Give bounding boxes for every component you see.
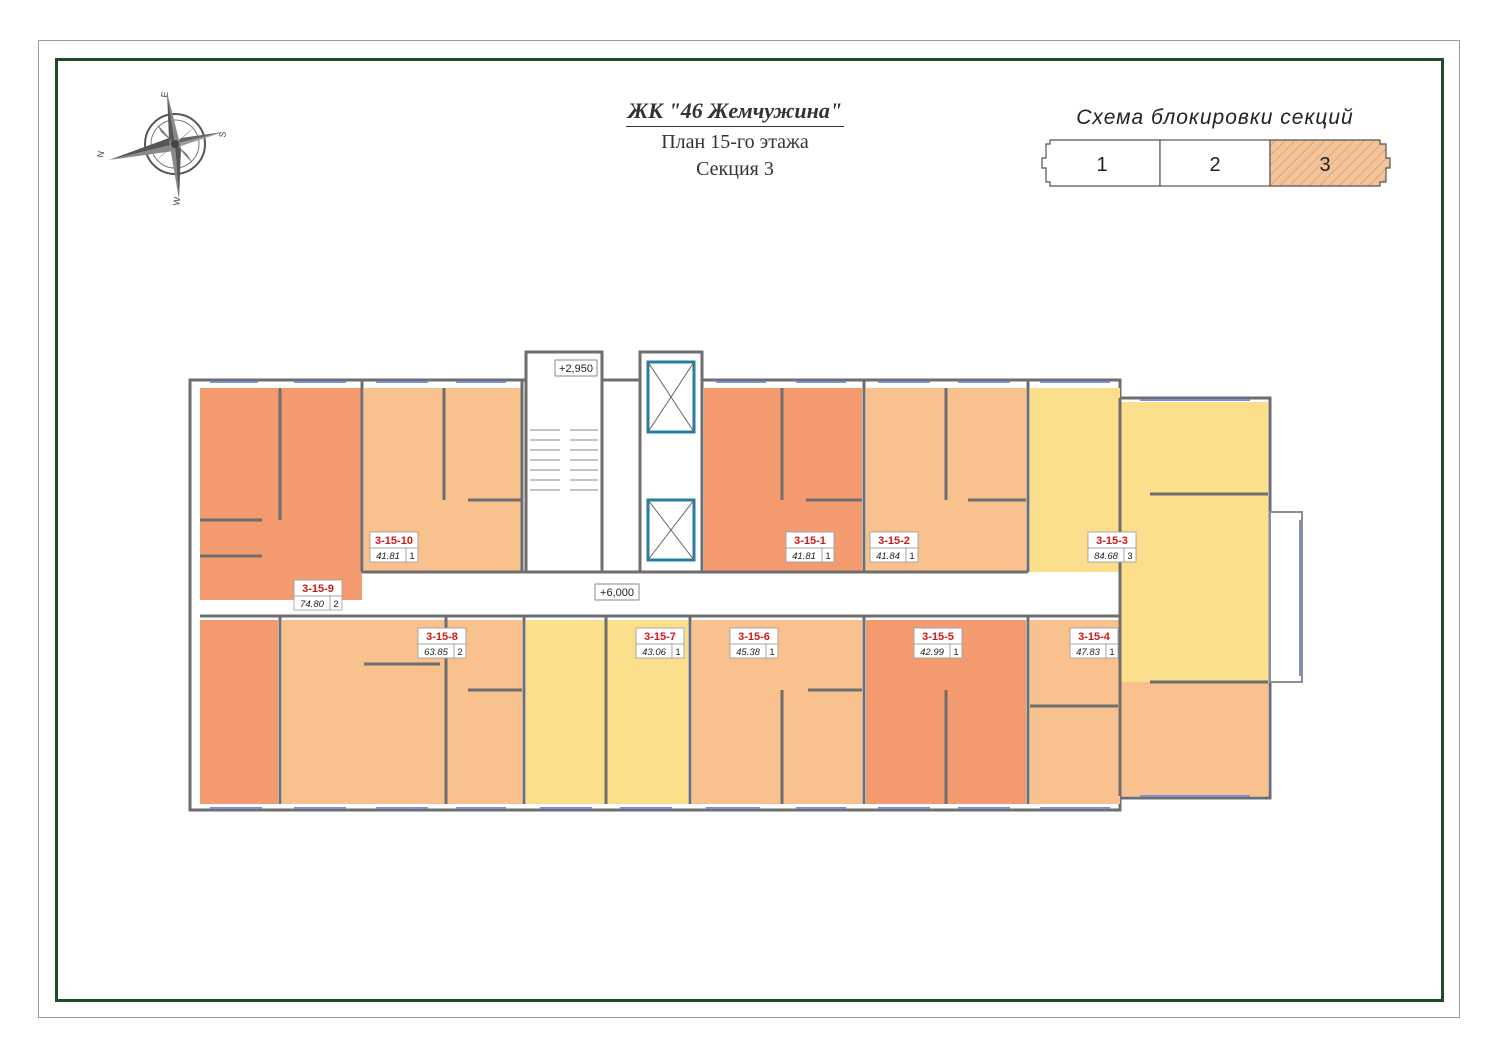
apartment-rooms: 1 bbox=[675, 647, 680, 658]
compass-w: W bbox=[171, 196, 182, 207]
apartment-3-15-9-bottom[interactable] bbox=[200, 620, 278, 804]
apartment-rooms: 2 bbox=[457, 647, 462, 658]
apartment-rooms: 1 bbox=[409, 551, 414, 562]
apartment-id: 3-15-10 bbox=[375, 535, 413, 547]
apartment-rooms: 1 bbox=[1109, 647, 1114, 658]
apartment-area: 45.38 bbox=[736, 647, 760, 658]
label-3-15-4: 3-15-4 47.83 1 bbox=[1069, 627, 1119, 659]
label-3-15-1: 3-15-1 41.81 1 bbox=[785, 531, 835, 563]
level-top: +2,950 bbox=[559, 363, 593, 375]
label-3-15-9: 3-15-9 74.80 2 bbox=[293, 579, 343, 611]
apartment-area: 41.81 bbox=[376, 551, 400, 562]
apartment-id: 3-15-7 bbox=[644, 631, 676, 643]
apartment-rooms: 1 bbox=[953, 647, 958, 658]
apartment-area: 47.83 bbox=[1076, 647, 1100, 658]
label-3-15-5: 3-15-5 42.99 1 bbox=[913, 627, 963, 659]
scheme-section-3: 3 bbox=[1319, 154, 1330, 176]
corridor bbox=[362, 576, 1120, 614]
label-3-15-6: 3-15-6 45.38 1 bbox=[729, 627, 779, 659]
apartment-area: 42.99 bbox=[920, 647, 944, 658]
section-title: Секция 3 bbox=[696, 158, 774, 180]
outer-frame bbox=[38, 40, 1460, 1018]
apartment-rooms: 1 bbox=[769, 647, 774, 658]
title-block: ЖК "46 Жемчужина" План 15-го этажа Секци… bbox=[560, 98, 910, 181]
apartment-id: 3-15-3 bbox=[1096, 535, 1128, 547]
inner-frame bbox=[55, 58, 1444, 1002]
scheme-section-1: 1 bbox=[1096, 154, 1107, 176]
section-scheme: 1 2 3 bbox=[1041, 139, 1391, 187]
label-3-15-8: 3-15-8 63.85 2 bbox=[417, 627, 467, 659]
scheme-caption: Схема блокировки секций bbox=[1076, 106, 1354, 129]
apartment-id: 3-15-2 bbox=[878, 535, 910, 547]
apartment-3-15-8-area[interactable] bbox=[282, 620, 522, 804]
apartment-area: 74.80 bbox=[300, 599, 324, 610]
apartment-area: 84.68 bbox=[1094, 551, 1118, 562]
apartment-rooms: 3 bbox=[1127, 551, 1132, 562]
apartment-id: 3-15-4 bbox=[1078, 631, 1111, 643]
apartment-id: 3-15-9 bbox=[302, 583, 334, 595]
compass-s: S bbox=[217, 131, 228, 139]
label-3-15-10: 3-15-10 41.81 1 bbox=[369, 531, 419, 563]
scheme-section-2: 2 bbox=[1209, 154, 1220, 176]
floor-plan-title: План 15-го этажа bbox=[661, 131, 809, 153]
apartment-rooms: 1 bbox=[825, 551, 830, 562]
apartment-id: 3-15-6 bbox=[738, 631, 770, 643]
apartment-rooms: 2 bbox=[333, 599, 338, 610]
compass-rose-icon: E N S W bbox=[95, 91, 228, 207]
stairwell bbox=[524, 350, 604, 574]
label-3-15-7: 3-15-7 43.06 1 bbox=[635, 627, 685, 659]
apartment-id: 3-15-5 bbox=[922, 631, 954, 643]
label-3-15-2: 3-15-2 41.84 1 bbox=[869, 531, 919, 563]
apartment-area: 41.84 bbox=[876, 551, 900, 562]
apartment-area: 43.06 bbox=[642, 647, 666, 658]
apartment-id: 3-15-1 bbox=[794, 535, 826, 547]
label-3-15-3: 3-15-3 84.68 3 bbox=[1087, 531, 1137, 563]
apartment-rooms: 1 bbox=[909, 551, 914, 562]
complex-name: ЖК "46 Жемчужина" bbox=[625, 98, 845, 127]
apartment-id: 3-15-8 bbox=[426, 631, 458, 643]
compass-e: E bbox=[159, 91, 170, 99]
compass-n: N bbox=[95, 150, 106, 158]
level-corridor: +6,000 bbox=[600, 587, 634, 599]
apartment-area: 41.81 bbox=[792, 551, 816, 562]
apartment-area: 63.85 bbox=[424, 647, 448, 658]
